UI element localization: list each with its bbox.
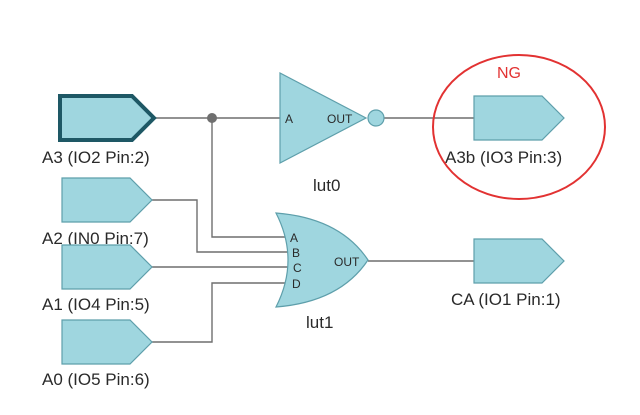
junction-dot bbox=[207, 113, 217, 123]
lut1-pin-out: OUT bbox=[334, 255, 360, 269]
wire-a2-lut1-b bbox=[152, 199, 292, 253]
lut0-pin-out: OUT bbox=[327, 112, 353, 126]
wire-a3-lut1-a bbox=[211, 118, 290, 238]
lut0-name: lut0 bbox=[313, 176, 340, 195]
wire-a0-lut1-d bbox=[152, 282, 292, 343]
output-port-a3b[interactable]: A3b (IO3 Pin:3) bbox=[445, 95, 565, 167]
ng-annotation: NG bbox=[432, 54, 606, 200]
input-label-a0: A0 (IO5 Pin:6) bbox=[42, 370, 150, 389]
lut1-pin-b: B bbox=[292, 246, 300, 260]
wires bbox=[152, 117, 474, 343]
input-port-a0[interactable]: A0 (IO5 Pin:6) bbox=[42, 319, 153, 389]
lut1-pin-d: D bbox=[292, 277, 301, 291]
output-label-a3b: A3b (IO3 Pin:3) bbox=[445, 148, 562, 167]
lut0-pin-a: A bbox=[285, 112, 293, 126]
input-port-a2[interactable]: A2 (IN0 Pin:7) bbox=[42, 177, 153, 248]
lut1-pin-a: A bbox=[290, 231, 298, 245]
input-label-a3: A3 (IO2 Pin:2) bbox=[42, 148, 150, 167]
ng-circle bbox=[432, 54, 606, 200]
ng-label: NG bbox=[497, 65, 521, 82]
output-label-ca: CA (IO1 Pin:1) bbox=[451, 290, 561, 309]
input-port-a3[interactable]: A3 (IO2 Pin:2) bbox=[42, 94, 157, 167]
gate-lut1[interactable]: A B C D OUT lut1 bbox=[274, 212, 369, 332]
input-label-a2: A2 (IN0 Pin:7) bbox=[42, 229, 149, 248]
input-port-a1[interactable]: A1 (IO4 Pin:5) bbox=[42, 244, 153, 314]
lut1-pin-c: C bbox=[293, 261, 302, 275]
output-port-ca[interactable]: CA (IO1 Pin:1) bbox=[451, 238, 565, 309]
inverter-bubble bbox=[367, 109, 385, 127]
lut1-name: lut1 bbox=[306, 313, 333, 332]
input-label-a1: A1 (IO4 Pin:5) bbox=[42, 295, 150, 314]
gate-lut0[interactable]: A OUT lut0 bbox=[279, 72, 385, 195]
